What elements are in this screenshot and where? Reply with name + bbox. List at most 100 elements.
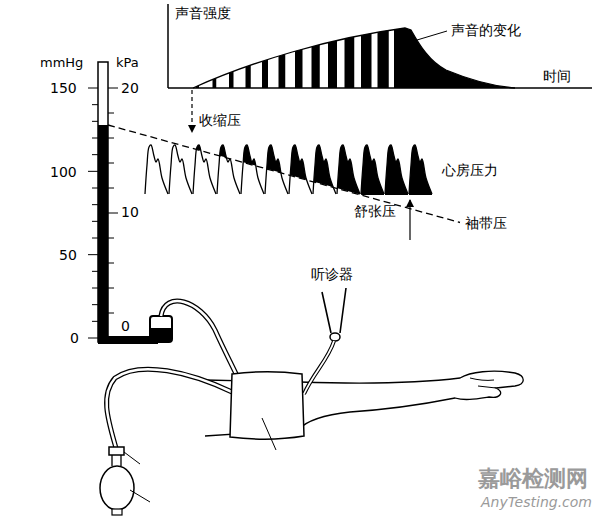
valve [109,447,124,455]
scale-number: 50 [59,247,77,263]
pulse-wave [385,145,408,194]
pulse-wave [169,145,192,194]
scale-number: 10 [121,204,139,220]
pulse-wave [361,145,384,194]
bulb-valve [112,509,122,515]
scale-tick [108,313,114,314]
pressure-label: 舒张压 [354,203,396,219]
pulse-fill [409,145,432,195]
scale-tick [92,188,98,189]
sound-bar [262,0,268,90]
scale-tick [92,238,98,239]
scale-tick [92,271,98,272]
manometer-tube [98,62,108,342]
stethoscope-tube [304,341,334,394]
scale-ticks [88,88,118,338]
scale-number: 20 [121,80,139,96]
scale-tick [92,154,98,155]
pulse-wave [289,145,312,194]
leader-line [124,452,140,464]
pulse-fill [337,145,360,195]
systolic-arrow [191,90,192,132]
scale-tick [92,138,98,139]
scale-tick [108,288,114,289]
instrument-label: 听诊器 [311,266,353,282]
rubber-tube [161,301,238,378]
axis-line [167,4,169,88]
leader-line [262,418,276,450]
pulse-wave [241,145,264,194]
cuff-pressure-line [108,125,460,223]
scale-tick [88,254,98,255]
pulse-wave [337,145,360,194]
pulse-fill [145,145,168,195]
pulse-fill [241,145,264,195]
scale-tick [108,138,114,139]
pressure-label: 心房压力 [442,162,498,178]
stethoscope-joint [330,333,340,341]
watermark: 嘉峪检测网 [478,466,588,491]
scale-tick [92,121,98,122]
pulse-fill [361,145,384,195]
scale-tick [108,163,114,164]
sound-bar [378,0,389,90]
scale-tick [108,263,114,264]
rubber-tube [161,301,238,378]
axis-label: 时间 [543,68,571,84]
unit-label: kPa [116,56,139,71]
scale-tick [108,238,114,239]
scale-tick [108,213,118,214]
sound-bar [361,0,372,90]
scale-tick [88,338,98,339]
sound-bars [196,0,523,90]
sound-bar [345,0,355,90]
sound-bar [295,0,303,90]
rubber-tube [107,369,232,448]
scale-tick [92,221,98,222]
scale-number: 100 [50,164,77,180]
scale-number: 0 [70,330,79,346]
axis-label: 声音强度 [175,5,231,21]
rubber-tube [107,369,232,448]
hand-lines [470,378,496,388]
scale-tick [92,288,98,289]
pressure-label: 袖带压 [465,215,507,231]
scale-tick [92,304,98,305]
scale-tick [108,113,114,114]
scale-tick [92,321,98,322]
pulse-wave [145,145,168,194]
sound-bar [246,0,251,90]
axis-label: 声音的变化 [451,22,521,38]
pulse-fill [385,145,408,195]
inflation-bulb [100,466,134,510]
scale-tick [108,88,118,89]
mercury-column [98,125,108,342]
scale-number: 0 [121,318,130,334]
pressure-label: 收缩压 [199,112,241,128]
scale-tick [108,188,114,189]
pulse-fill [217,145,240,195]
scale-tick [92,204,98,205]
unit-label: mmHg [40,56,83,71]
pulse-fill [169,145,192,195]
leader-line [130,490,150,502]
pulse-fill [289,145,312,195]
diastolic-arrow [409,200,410,240]
watermark: AnyTesting.com [481,494,592,510]
pulse-wave [145,145,432,194]
scale-tick [88,88,98,89]
stethoscope-earpieces [322,288,346,333]
scale-number: 150 [50,80,77,96]
pulse-wave [217,145,240,194]
bulb-neck [112,455,121,466]
sound-bar [328,0,337,90]
pulse-wave [409,145,432,194]
pulse-fill [193,145,216,195]
pulse-fill [145,145,432,195]
mercury-reservoir [150,328,172,342]
scale-tick [92,104,98,105]
stethoscope-tube [304,341,334,394]
